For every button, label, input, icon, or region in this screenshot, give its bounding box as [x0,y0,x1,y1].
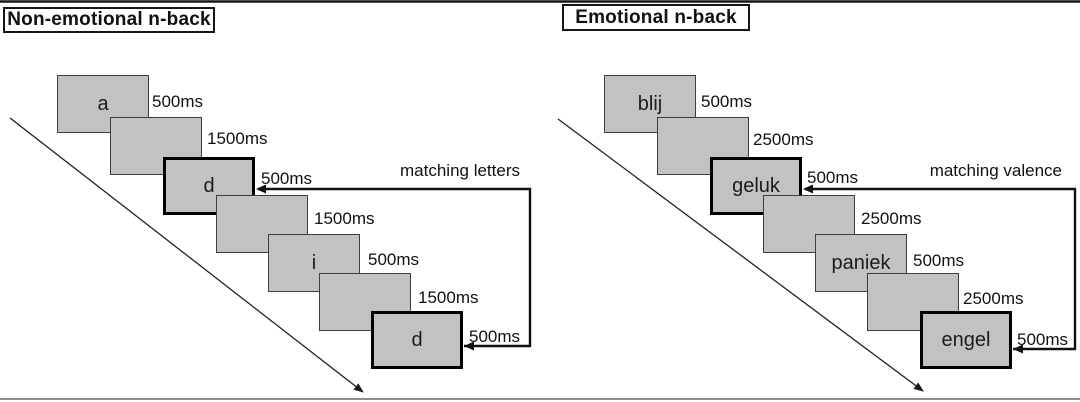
duration-label: 1500ms [418,288,479,307]
matching-label-nonemotional: matching letters [400,161,520,180]
bracket-arrowhead-icon [1013,344,1023,354]
duration-label: 1500ms [207,129,268,148]
bracket-arrowhead-icon [256,184,266,194]
bracket-arrowhead-icon [803,184,813,194]
matching-bracket-emotional [805,187,1077,351]
stimulus-screen-target: d [371,311,463,369]
stimulus-text: d [411,328,423,351]
panel-title-nonemotional: Non-emotional n-back [3,7,215,33]
panel-title-text: Emotional n-back [575,6,737,28]
panel-title-text: Non-emotional n-back [7,9,211,30]
matching-label-emotional: matching valence [929,161,1062,180]
stimulus-screen-target: geluk [710,157,802,215]
duration-label: 500ms [368,250,420,269]
stimulus-text: paniek [831,251,891,274]
bracket-arrowhead-icon [464,341,474,351]
duration-label: 500ms [701,92,753,111]
duration-label: 500ms [261,169,313,188]
duration-label: 500ms [807,168,859,187]
matching-bracket-nonemotional [258,187,532,348]
stimulus-text: blij [637,92,663,115]
duration-label: 1500ms [314,209,375,228]
duration-label: 500ms [1017,330,1069,349]
stimulus-text: i [311,251,317,274]
duration-label: 500ms [152,92,204,111]
timeline-arrow-nonemotional [9,117,364,393]
stimulus-text: d [203,174,215,197]
stimulus-text: geluk [732,174,780,197]
stimulus-text: engel [941,328,991,351]
duration-label: 2500ms [861,209,922,228]
timeline-arrow-emotional [557,118,924,392]
duration-label: 2500ms [963,289,1024,308]
duration-label: 500ms [469,327,521,346]
stimulus-text: a [97,92,109,115]
duration-label: 500ms [913,251,965,270]
stimulus-screen-target: engel [920,311,1012,369]
duration-label: 2500ms [753,130,814,149]
panel-title-emotional: Emotional n-back [562,4,750,31]
